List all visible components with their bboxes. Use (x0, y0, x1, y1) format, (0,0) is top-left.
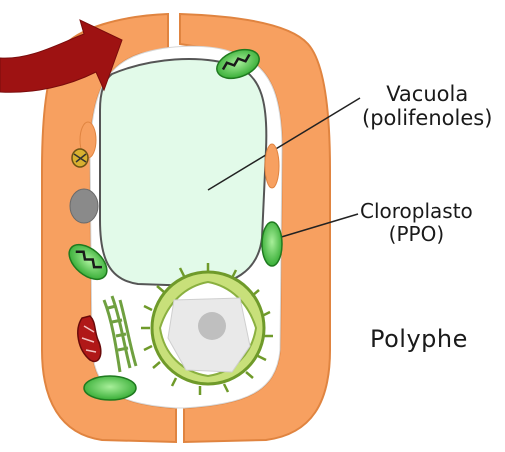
chloroplast-name: Cloroplasto (360, 200, 473, 223)
vacuole-content: (polifenoles) (362, 106, 492, 130)
vacuole (100, 59, 266, 286)
vacuole-label: Vacuola (polifenoles) (362, 82, 492, 130)
mitochondrion-right (265, 144, 279, 188)
entry-arrow (0, 20, 122, 92)
peroxisome (72, 149, 88, 167)
chloroplast-bottom (84, 376, 136, 400)
polyphenol-caption: Polyphe (370, 326, 505, 354)
grey-organelle (70, 189, 98, 223)
chloroplast-content: (PPO) (360, 223, 473, 246)
chloroplast-ppo (262, 222, 282, 266)
chloroplast-label: Cloroplasto (PPO) (360, 200, 473, 246)
vacuole-name: Vacuola (362, 82, 492, 106)
